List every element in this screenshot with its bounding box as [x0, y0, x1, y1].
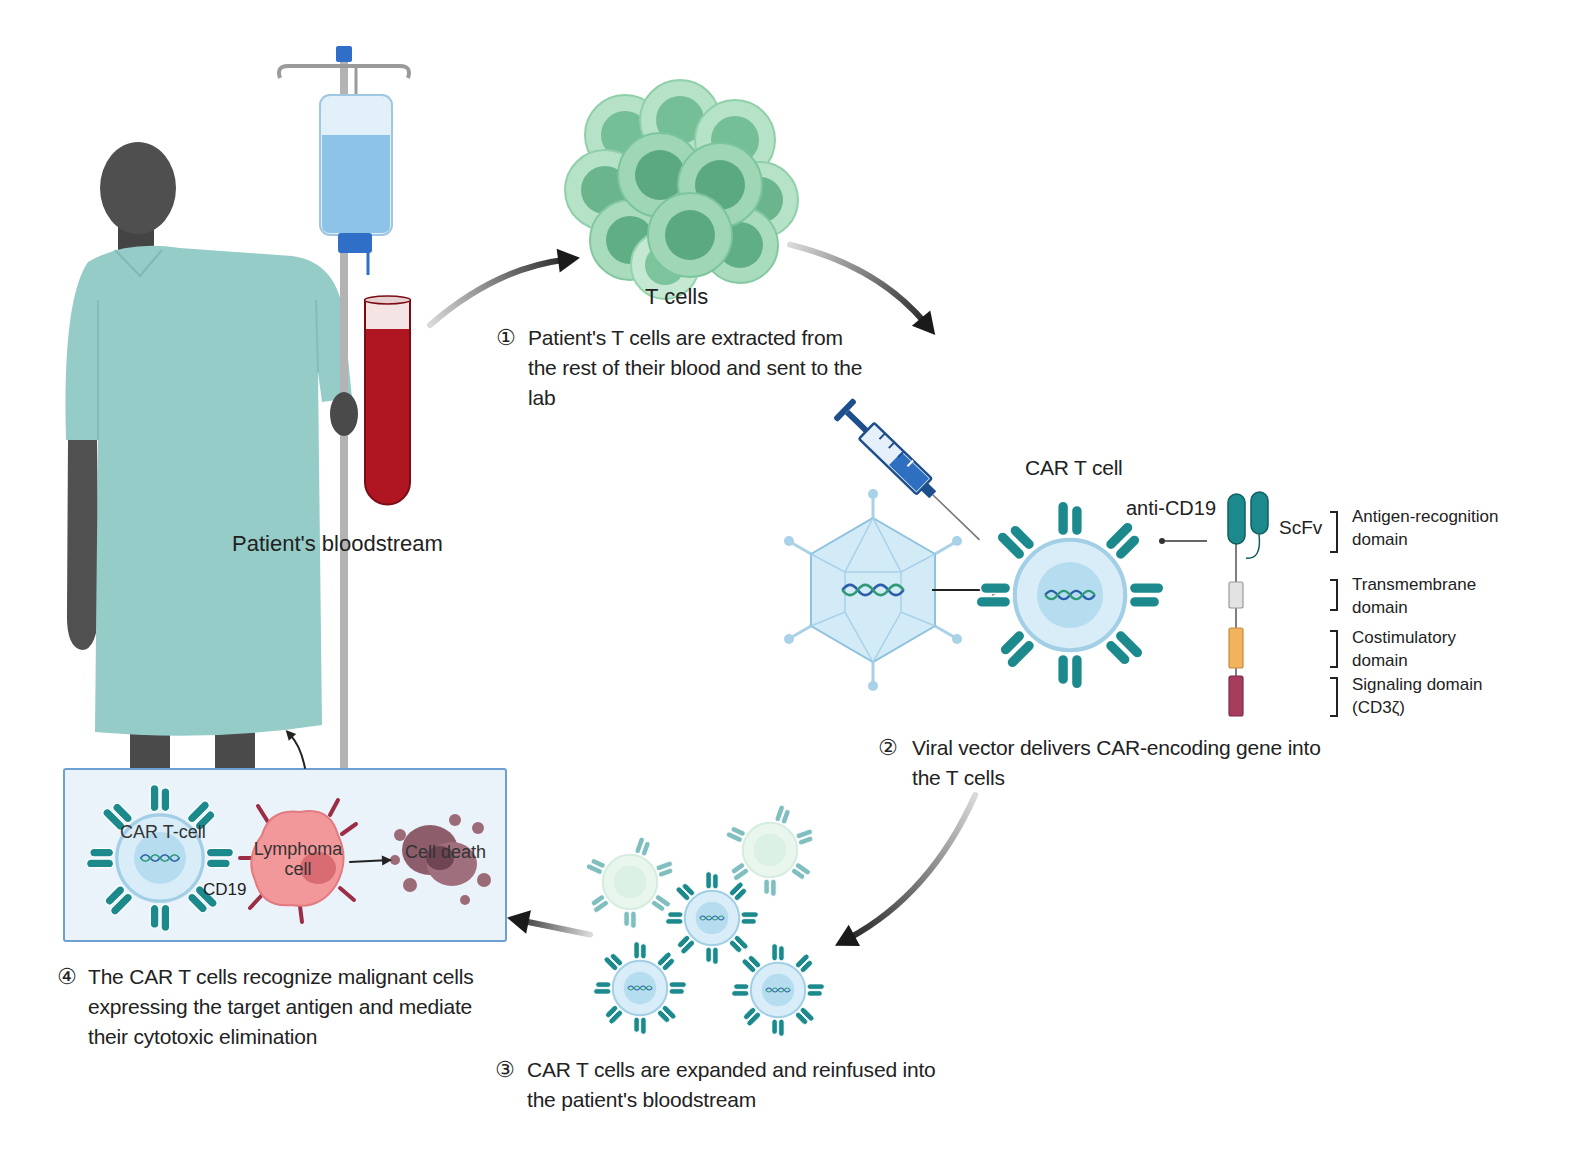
step-number: ④	[57, 962, 77, 992]
t-cell-cluster-art	[565, 80, 798, 299]
pointer-arrow	[350, 855, 392, 865]
arrow-line	[350, 860, 385, 862]
arrow-line	[430, 260, 565, 325]
arrow-head	[912, 310, 935, 335]
arrow-head	[382, 855, 392, 865]
pointer-arrow	[286, 730, 305, 768]
node-label: CAR T cell	[1025, 453, 1123, 483]
patient-figure: Patient's bloodstream	[60, 40, 430, 730]
arrow-line	[790, 245, 925, 324]
node-label: Patient's bloodstream	[232, 530, 443, 558]
antigen-label: CD19	[203, 878, 246, 901]
car-t-cell: CAR T cell②Viral vector delivers CAR-enc…	[880, 335, 1340, 795]
car-t-cell-art	[976, 501, 1164, 689]
step-caption: CAR T cells are expanded and reinfused i…	[527, 1055, 957, 1115]
car-construct	[1228, 492, 1268, 716]
arrow-head	[557, 249, 580, 273]
arrow-line	[290, 735, 305, 768]
lymphoma-cell: Lymphoma cell	[250, 802, 350, 922]
arrow-line	[522, 921, 590, 935]
car-t-cell-inset: CAR T-cell	[97, 792, 227, 927]
flow-arrow	[430, 249, 580, 325]
arrow-line	[849, 795, 976, 938]
leader-line	[1159, 538, 1207, 544]
lymphoma-cell-art	[240, 800, 356, 922]
node-label: T cells	[645, 283, 708, 311]
flow-arrow	[790, 245, 935, 335]
node-label: CAR T-cell	[120, 822, 206, 842]
part-label: ScFv	[1279, 516, 1322, 540]
domain-label: Antigen-recognition domain	[1352, 505, 1522, 551]
step-caption: Viral vector delivers CAR-encoding gene …	[912, 733, 1352, 793]
domain-label: Transmembrane domain	[1352, 573, 1492, 619]
arrow-head	[835, 925, 860, 946]
dead-cell-art	[390, 814, 491, 905]
antigen-label: anti-CD19	[1126, 496, 1216, 520]
blood-tube	[365, 296, 411, 505]
t-cell-cluster: T cells①Patient's T cells are extracted …	[580, 95, 790, 315]
arrow-head	[286, 730, 296, 741]
step-caption: The CAR T cells recognize malignant cell…	[88, 962, 506, 1052]
flow-arrow	[835, 795, 975, 946]
step-caption: Patient's T cells are extracted from the…	[528, 323, 863, 413]
patient-silhouette	[65, 142, 352, 770]
expanded-cells-art	[586, 804, 825, 1036]
node-label: Lymphoma cell	[252, 839, 344, 879]
domain-brackets	[1330, 512, 1337, 716]
arrow-head	[507, 910, 531, 934]
step-number: ③	[495, 1055, 515, 1085]
flow-arrow	[507, 910, 590, 934]
iv-stand	[279, 46, 409, 770]
step-number: ①	[496, 323, 516, 353]
inset-fill	[65, 770, 505, 940]
expanded-cells: ③CAR T cells are expanded and reinfused …	[590, 812, 835, 1035]
node-label: Cell death	[405, 842, 486, 862]
domain-label: Signaling domain (CD3ζ)	[1352, 673, 1502, 719]
domain-label: Costimulatory domain	[1352, 626, 1482, 672]
inset-car-t-cell-art	[87, 785, 234, 932]
mechanism-inset: ④The CAR T cells recognize malignant cel…	[63, 768, 507, 942]
dead-cell: Cell death	[392, 810, 492, 910]
step-number: ②	[878, 733, 898, 763]
